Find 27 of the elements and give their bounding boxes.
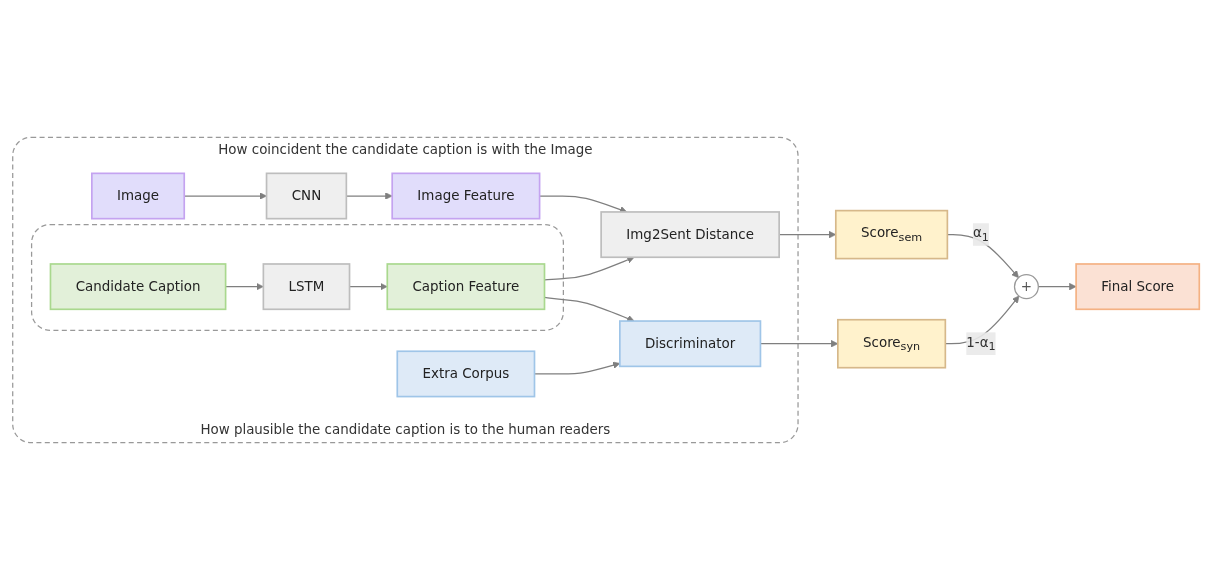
node-box: Caption Feature bbox=[385, 263, 545, 311]
node-box: Image bbox=[90, 172, 185, 220]
node-box: Img2Sent Distance bbox=[599, 211, 780, 259]
group-title: How coincident the candidate caption is with the Image bbox=[217, 142, 592, 158]
arrow bbox=[778, 230, 836, 239]
node-box: LSTM bbox=[262, 263, 350, 311]
cluster bbox=[11, 136, 799, 444]
node-box: Image Feature bbox=[390, 172, 540, 220]
edge-label: 1-α$_{1}$ bbox=[965, 333, 996, 353]
cluster bbox=[30, 223, 564, 331]
node-box: Score$_{sem}$ bbox=[834, 209, 948, 260]
arrow bbox=[1037, 282, 1076, 291]
arrow bbox=[183, 192, 267, 200]
node-box: Candidate Caption bbox=[49, 263, 226, 311]
edge-label: α$_{1}$ bbox=[972, 224, 989, 244]
node-box: Final Score bbox=[1074, 263, 1200, 311]
group-title: How plausible the candidate caption is to the human readers bbox=[199, 422, 610, 438]
arrow bbox=[543, 256, 634, 281]
arrow bbox=[345, 192, 392, 200]
node-box: Discriminator bbox=[618, 320, 761, 368]
node-box: CNN bbox=[265, 172, 347, 220]
node-box: Extra Corpus bbox=[395, 350, 535, 398]
node-circle: + bbox=[1013, 274, 1039, 300]
arrow bbox=[759, 340, 838, 348]
arrow bbox=[946, 234, 1019, 278]
node-box: Score$_{syn}$ bbox=[836, 318, 946, 369]
arrow bbox=[543, 296, 634, 322]
